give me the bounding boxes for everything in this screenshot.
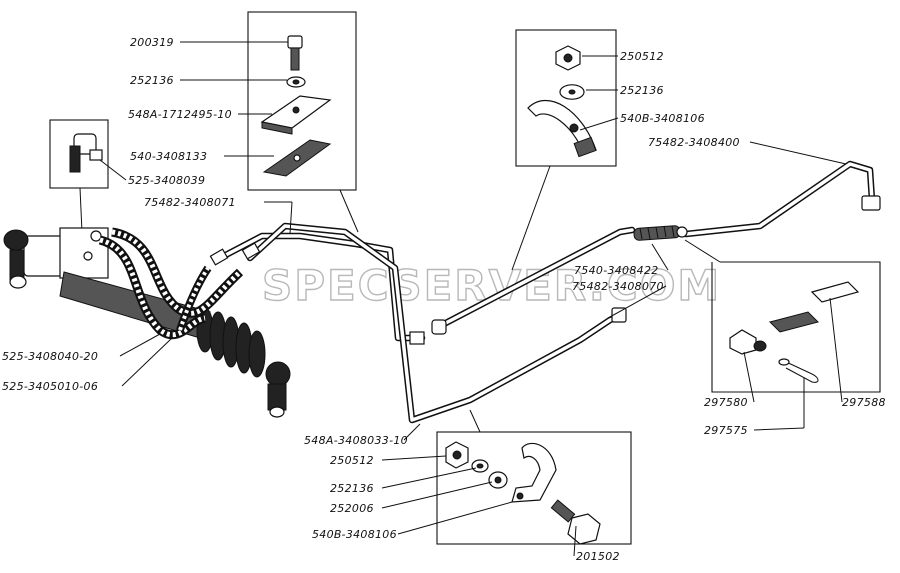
label-200319: 200319 <box>130 36 174 49</box>
bracket-540B-3408106-top <box>527 99 597 158</box>
clamp-548A-1712495-10 <box>260 95 332 135</box>
brake-chamber-assembly <box>3 227 291 418</box>
label-540-3408133: 540-3408133 <box>130 150 207 163</box>
label-252136-right: 252136 <box>620 84 664 97</box>
pipe-fittings <box>209 195 881 345</box>
detail-box-top-right <box>511 29 617 271</box>
label-297588: 297588 <box>842 396 886 409</box>
pipe-75482-3408070 <box>436 226 636 330</box>
nut-250512-top <box>555 45 581 71</box>
hose-7540-3408422 <box>633 225 681 241</box>
corrugated-boot <box>196 307 266 378</box>
cotter-pin-297575 <box>778 358 819 383</box>
bolt-201502 <box>550 499 601 545</box>
label-201502: 201502 <box>576 550 620 563</box>
label-297580: 297580 <box>704 396 748 409</box>
leader-lines <box>99 41 847 557</box>
plate-540-3408133 <box>262 139 332 177</box>
label-525-3405010-06: 525-3405010-06 <box>2 380 98 393</box>
washer-252136-right <box>559 84 585 100</box>
pipe-548A-3408033-10 <box>246 222 624 424</box>
detail-box-top-left <box>247 11 359 233</box>
bracket-540B-3408106-bottom <box>511 442 557 503</box>
label-250512-bottom: 250512 <box>330 454 374 467</box>
label-75482-3408400: 75482-3408400 <box>648 136 740 149</box>
label-525-3408039: 525-3408039 <box>128 174 205 187</box>
label-75482-3408070: 75482-3408070 <box>572 280 664 293</box>
detail-box-right-lower <box>684 239 881 393</box>
washer-252136-top <box>286 76 306 88</box>
label-525-3408040-20: 525-3408040-20 <box>2 350 98 363</box>
detail-box-connector-left <box>49 119 109 233</box>
label-540B-3408106-bottom: 540B-3408106 <box>312 528 397 541</box>
label-548A-1712495-10: 548A-1712495-10 <box>128 108 232 121</box>
washer-252136-bottom <box>471 459 489 473</box>
detail-box-bottom <box>436 409 632 545</box>
label-540B-3408106-top: 540B-3408106 <box>620 112 705 125</box>
label-252136-bottom: 252136 <box>330 482 374 495</box>
label-250512-top: 250512 <box>620 50 664 63</box>
label-548A-3408033-10: 548A-3408033-10 <box>304 434 408 447</box>
label-297575: 297575 <box>704 424 748 437</box>
pipe-75482-3408071 <box>216 232 426 342</box>
label-252136-top: 252136 <box>130 74 174 87</box>
label-7540-3408422: 7540-3408422 <box>574 264 659 277</box>
label-75482-3408071: 75482-3408071 <box>144 196 236 209</box>
label-252006: 252006 <box>330 502 374 515</box>
washer-252006 <box>488 471 508 489</box>
clip-297580 <box>729 329 767 355</box>
plate-297588 <box>769 281 860 333</box>
nut-250512-bottom <box>445 441 469 469</box>
bolt-200319 <box>287 35 303 71</box>
connector-525-3408039 <box>69 133 103 173</box>
pipe-75482-3408400 <box>682 160 876 238</box>
flexible-hoses <box>98 227 244 340</box>
